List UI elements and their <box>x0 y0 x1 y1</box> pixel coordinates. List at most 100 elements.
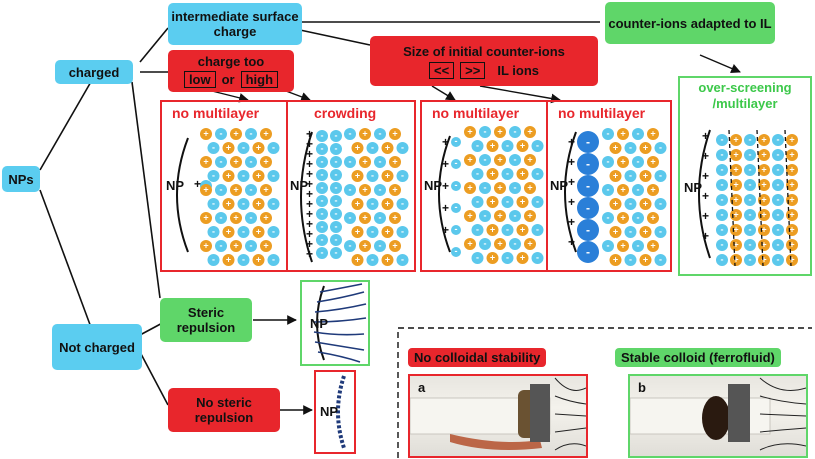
greater-than-label: >> <box>460 61 486 79</box>
svg-text:+: + <box>385 226 390 236</box>
ion: - <box>237 198 250 210</box>
surface-charge: + <box>442 135 449 149</box>
ion: + <box>647 212 659 224</box>
counter-ion: - <box>451 224 461 235</box>
surface-charge: + <box>306 187 313 201</box>
ion: - <box>602 212 614 224</box>
svg-text:+: + <box>761 254 766 264</box>
svg-text:-: - <box>506 224 509 234</box>
surface-charge: + <box>306 147 313 161</box>
ion: + <box>617 240 629 252</box>
ion: - <box>207 170 220 182</box>
svg-text:-: - <box>250 184 253 194</box>
ion: + <box>486 140 499 152</box>
ion: + <box>730 209 742 221</box>
svg-text:+: + <box>362 212 367 222</box>
surface-charge: + <box>442 201 449 215</box>
svg-text:+: + <box>490 196 495 206</box>
svg-text:-: - <box>749 239 752 249</box>
counter-ion: - <box>577 153 599 175</box>
svg-text:-: - <box>455 224 458 234</box>
svg-text:-: - <box>349 212 352 222</box>
ion: - <box>744 209 756 221</box>
ion: - <box>602 128 614 140</box>
svg-text:-: - <box>629 170 632 180</box>
ion: - <box>744 149 756 161</box>
surface-charge: + <box>442 179 449 193</box>
ion: + <box>359 240 371 252</box>
ion: - <box>509 126 521 138</box>
ion: + <box>200 212 212 224</box>
ion: - <box>772 179 784 191</box>
svg-text:-: - <box>506 196 509 206</box>
ion: - <box>471 224 484 236</box>
ion: - <box>716 254 728 266</box>
svg-text:-: - <box>401 198 404 208</box>
svg-text:+: + <box>490 168 495 178</box>
svg-text:-: - <box>637 212 640 222</box>
surface-charge: + <box>442 223 449 237</box>
svg-text:-: - <box>321 182 324 192</box>
surface-charge: + <box>306 137 313 151</box>
svg-text:+: + <box>233 156 238 166</box>
surface-charge: + <box>702 169 709 183</box>
ion: - <box>396 170 409 182</box>
svg-text:+: + <box>613 254 618 264</box>
svg-text:-: - <box>637 128 640 138</box>
svg-text:-: - <box>536 252 539 262</box>
ion: + <box>359 156 371 168</box>
counter-ion: - <box>330 182 342 194</box>
svg-text:+: + <box>490 140 495 150</box>
svg-text:+: + <box>527 154 532 164</box>
svg-text:-: - <box>371 142 374 152</box>
photo-right: b <box>628 374 808 458</box>
layer-boundary <box>784 129 792 267</box>
ion: - <box>654 254 667 266</box>
svg-text:+: + <box>467 154 472 164</box>
ion: - <box>207 226 220 238</box>
svg-text:+: + <box>392 240 397 250</box>
svg-text:-: - <box>335 169 338 179</box>
charged-node: charged <box>55 60 133 84</box>
counter-ion: - <box>577 131 599 153</box>
ion: - <box>602 156 614 168</box>
ion: + <box>786 164 798 176</box>
svg-text:-: - <box>659 170 662 180</box>
ion: - <box>366 254 379 266</box>
ion: + <box>758 149 770 161</box>
ion: - <box>716 239 728 251</box>
svg-text:-: - <box>250 212 253 222</box>
ion: - <box>624 226 637 238</box>
ion: - <box>267 170 280 182</box>
ion: - <box>744 194 756 206</box>
ion: + <box>647 184 659 196</box>
svg-text:-: - <box>272 254 275 264</box>
ion: - <box>366 142 379 154</box>
svg-text:+: + <box>256 142 261 152</box>
surface-charge: + <box>702 229 709 243</box>
svg-text:-: - <box>335 130 338 140</box>
ion: + <box>486 252 499 264</box>
svg-text:+: + <box>490 224 495 234</box>
ion: - <box>624 198 637 210</box>
ion: - <box>479 126 491 138</box>
surface-charge: + <box>306 127 313 141</box>
ion: - <box>479 182 491 194</box>
surface-charge: + <box>306 237 313 251</box>
svg-text:+: + <box>385 170 390 180</box>
ion: - <box>772 194 784 206</box>
panel-1: no multilayer NP+-+-+-+-+-+-+-+-+-+-+-+-… <box>160 100 288 272</box>
counter-ion: - <box>577 175 599 197</box>
surface-charge: + <box>442 157 449 171</box>
svg-text:-: - <box>721 254 724 264</box>
svg-text:+: + <box>789 224 794 234</box>
ion: - <box>374 156 386 168</box>
svg-text:-: - <box>536 168 539 178</box>
svg-text:-: - <box>506 168 509 178</box>
ion: - <box>632 128 644 140</box>
svg-text:+: + <box>263 212 268 222</box>
svg-text:+: + <box>733 209 738 219</box>
svg-text:-: - <box>721 239 724 249</box>
or-label: or <box>221 72 235 87</box>
svg-text:+: + <box>226 198 231 208</box>
